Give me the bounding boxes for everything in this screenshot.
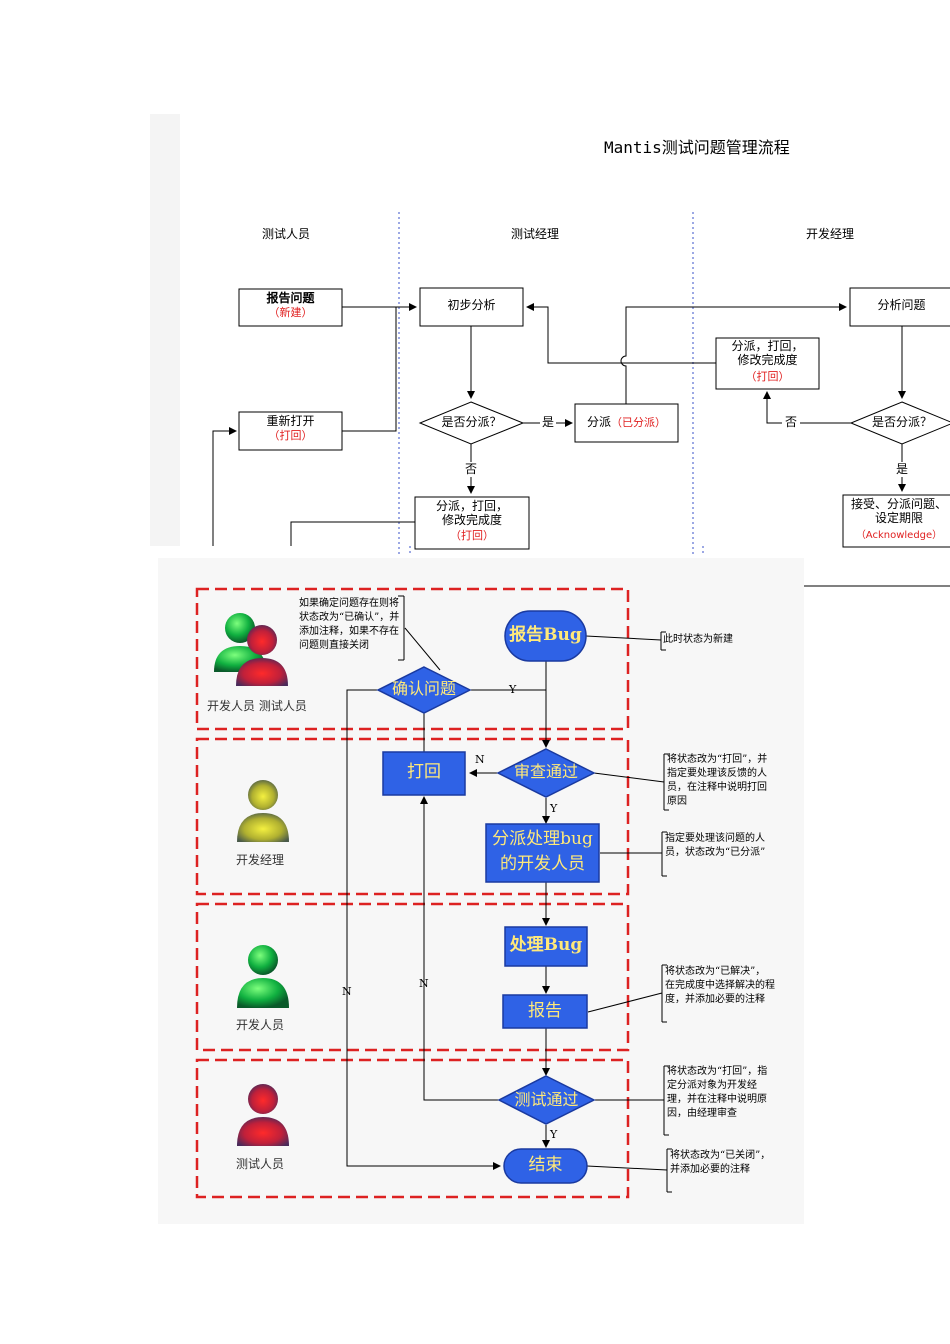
lane-frame	[195, 737, 630, 896]
n-label: N	[342, 985, 352, 998]
reopen-title: 重新打开	[266, 414, 315, 428]
reject-label: 打回	[407, 762, 441, 782]
assign-dev-label-2: 的开发人员	[500, 854, 585, 874]
assign-dev-node	[485, 823, 600, 883]
connector	[346, 689, 501, 1170]
assign-box-label: 分派（已分派）	[575, 415, 678, 430]
note-confirm: 如果确定问题存在则将状态改为“已确认”，并添加注释，如果不存在问题则直接关闭	[299, 598, 400, 651]
analyze-issue-label: 分析问题	[877, 298, 926, 312]
assign-reject-2-state: （打回）	[745, 370, 790, 383]
lane-frame	[195, 587, 630, 731]
connector	[342, 307, 397, 432]
report-issue-state: （新建）	[268, 306, 313, 319]
end-label: 结束	[528, 1155, 563, 1175]
no-label-2: 否	[785, 415, 798, 429]
person-icon-green-2	[237, 945, 289, 1008]
assign-reject-2-title: 分派，打回， 修改完成度	[731, 339, 804, 367]
accept-box	[842, 494, 950, 548]
test-pass-node	[497, 1075, 596, 1125]
lane-header: 测试经理	[511, 227, 560, 241]
person-icon-red	[236, 625, 288, 686]
reopen-state: （打回）	[268, 429, 313, 442]
no-label: 否	[465, 462, 478, 476]
lane-frame	[195, 1058, 630, 1199]
y-label: Y	[509, 683, 517, 696]
report-issue-title: 报告问题	[266, 291, 315, 305]
end-node	[503, 1148, 588, 1184]
review-pass-node	[496, 748, 596, 798]
reject-node	[382, 751, 466, 796]
report-node	[502, 994, 588, 1029]
lane-frame	[195, 902, 630, 1052]
confirm-issue-node	[376, 666, 472, 714]
yes-label-2: 是	[896, 462, 909, 476]
connector	[763, 391, 782, 424]
report-bug-label: 报告Bug	[509, 625, 582, 645]
top-flowchart	[212, 212, 950, 556]
initial-analysis-box	[419, 287, 524, 327]
n-label: N	[419, 977, 429, 990]
report-issue-box	[238, 288, 343, 327]
note-review: 将状态改为“打回”，并指定要处理该反馈的人员，在注释中说明打回原因	[667, 754, 768, 807]
confirm-issue-label: 确认问题	[391, 679, 456, 698]
lane-header: 测试人员	[262, 227, 311, 241]
decision-2-label: 是否分派？	[871, 415, 932, 429]
role-label: 开发人员 测试人员	[207, 699, 307, 713]
assign-state: （已分派）	[611, 416, 666, 429]
handle-bug-node	[504, 926, 588, 967]
n-label: N	[475, 753, 485, 766]
report-bug-node	[504, 610, 587, 662]
y-label: Y	[550, 1128, 558, 1141]
handle-bug-label: 处理Bug	[509, 935, 583, 955]
note-resolved: 将状态改为“已解决”，在完成度中选择解决的程度，并添加必要的注释	[665, 966, 775, 1005]
analyze-issue-box	[849, 287, 950, 327]
person-icon-red-2	[237, 1084, 289, 1146]
panel-edge	[150, 114, 180, 546]
decision-1-label: 是否分派？	[441, 415, 502, 429]
role-label: 开发经理	[236, 853, 285, 867]
lane-header: 开发经理	[806, 227, 855, 241]
assign-title: 分派	[586, 415, 611, 429]
note-new-state: 此时状态为新建	[663, 634, 733, 645]
flow-title: Mantis测试问题管理流程	[604, 138, 790, 157]
assign-reject-1-state: （打回）	[450, 529, 494, 542]
connector	[212, 427, 237, 546]
connector	[620, 303, 847, 404]
assign-dev-label-1: 分派处理bug	[492, 829, 593, 849]
role-label: 测试人员	[236, 1157, 285, 1171]
review-pass-label: 审查通过	[513, 762, 578, 781]
test-pass-label: 测试通过	[514, 1090, 579, 1109]
connector	[290, 521, 415, 546]
y-label: Y	[550, 802, 558, 815]
assign-reject-box-1	[414, 496, 530, 550]
note-assign: 指定要处理该问题的人员，状态改为“已分派”	[665, 833, 766, 858]
accept-title: 接受、分派问题、 设定期限	[850, 497, 947, 525]
connector	[526, 303, 716, 364]
note-closed: 将状态改为“已关闭”，并添加必要的注释	[670, 1150, 771, 1175]
role-label: 开发人员	[236, 1018, 285, 1032]
person-icon-yellow	[237, 780, 289, 842]
yes-label: 是	[542, 415, 555, 429]
connector	[420, 796, 499, 1101]
assign-reject-1-title: 分派，打回， 修改完成度	[435, 499, 508, 527]
report-label: 报告	[528, 1001, 562, 1021]
accept-state: （Acknowledge）	[855, 530, 943, 541]
initial-analysis-label: 初步分析	[447, 298, 496, 312]
note-test: 将状态改为“打回”，指定分派对象为开发经理，并在注释中说明原因，由经理审查	[667, 1066, 768, 1119]
